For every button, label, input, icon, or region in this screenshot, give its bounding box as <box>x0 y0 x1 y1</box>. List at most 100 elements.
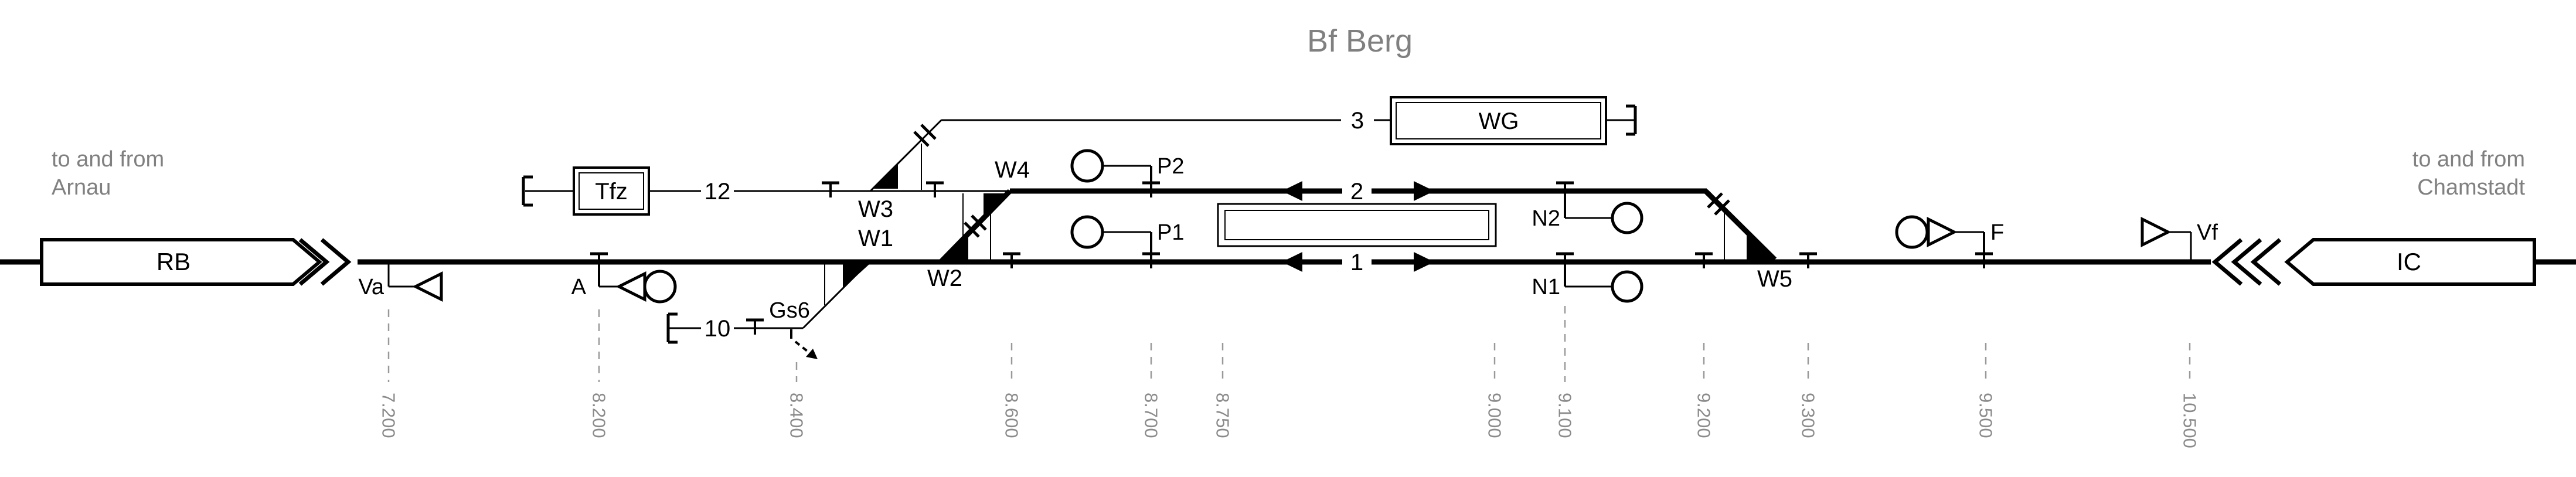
signal-n2-label: N2 <box>1532 206 1560 231</box>
km-label: 9.100 <box>1555 393 1575 438</box>
tick-mark-w3 <box>913 131 930 147</box>
page-title: Bf Berg <box>1307 23 1413 59</box>
building-tfz-label: Tfz <box>595 179 628 205</box>
t-mark <box>822 181 839 197</box>
signal-a: A <box>571 252 677 304</box>
chevron-left-icon <box>2211 238 2243 286</box>
switch-w2-triangle <box>942 233 968 260</box>
km-label: 8.700 <box>1141 393 1162 438</box>
train-route-ic-box <box>2284 238 2536 286</box>
train-route-rb-label: RB <box>156 248 190 275</box>
t-mark <box>1799 252 1817 268</box>
corner-note-right-line1: to and from <box>2412 147 2525 172</box>
distant-signal-triangle-icon <box>1927 216 1958 248</box>
signal-p1: P1 <box>1070 215 1184 268</box>
switch-w4-label: W4 <box>995 157 1030 183</box>
track-2-number: 2 <box>1350 179 1363 205</box>
main-signal-circle-icon <box>1895 215 1929 249</box>
main-signal-circle-icon <box>1070 149 1104 183</box>
tick-mark-w5 <box>1707 192 1723 209</box>
train-route-ic-label: IC <box>2397 248 2421 275</box>
platform-inner <box>1224 210 1489 240</box>
tick-mark-w2 <box>964 222 980 238</box>
signal-n1-label: N1 <box>1532 275 1560 299</box>
switch-w2-label: W2 <box>927 265 962 291</box>
switch-w5-label: W5 <box>1757 266 1792 292</box>
tick-mark-w2 <box>971 214 987 231</box>
km-label: 8.200 <box>589 393 610 438</box>
signal-n2: N2 <box>1532 181 1643 234</box>
distant-signal-triangle-icon <box>615 271 646 302</box>
track-10-number: 10 <box>705 316 731 342</box>
train-route-left: RB <box>40 238 352 286</box>
signal-p1-label: P1 <box>1157 220 1184 245</box>
corner-note-right-line2: Chamstadt <box>2417 175 2525 200</box>
km-label: 8.600 <box>1002 393 1022 438</box>
switch-w3-label: W3 <box>858 196 893 222</box>
building-tfz: Tfz <box>573 166 650 216</box>
main-signal-circle-icon <box>643 270 677 304</box>
t-mark <box>746 318 764 335</box>
switch-w4-triangle <box>984 193 1010 220</box>
arrow-right-icon <box>1414 181 1434 201</box>
arrow-left-icon <box>1282 252 1302 272</box>
switch-w5-triangle <box>1747 232 1775 260</box>
km-label: 10.500 <box>2180 393 2200 448</box>
track-3-number: 3 <box>1351 108 1364 134</box>
corner-note-left: to and from Arnau <box>52 147 164 200</box>
switch-w1-triangle <box>843 264 869 288</box>
arrow-right-icon <box>1414 252 1434 272</box>
signal-p2: P2 <box>1070 149 1184 197</box>
km-label: 9.000 <box>1485 393 1505 438</box>
signal-n1: N1 <box>1532 252 1643 303</box>
chevron-right-icon <box>298 238 330 286</box>
signal-vf-label: Vf <box>2197 220 2218 245</box>
buildings: Tfz WG <box>573 96 1607 216</box>
distant-signal-triangle-icon <box>2141 216 2172 248</box>
tick-mark-w3 <box>920 124 937 140</box>
main-signal-circle-icon <box>1070 215 1104 249</box>
t-mark <box>1003 252 1020 268</box>
switch-w1-label: W1 <box>858 226 893 251</box>
platform <box>1217 203 1497 247</box>
shunt-arrow-icon <box>806 349 818 359</box>
signal-gs6: Gs6 <box>769 298 818 359</box>
main-signal-circle-icon <box>1611 270 1643 303</box>
signal-f-label: F <box>1990 220 2004 245</box>
main-signal-circle-icon <box>1611 202 1643 234</box>
signal-f: F <box>1895 215 2004 268</box>
arrow-left-icon <box>1282 181 1302 201</box>
corner-note-left-line1: to and from <box>52 147 164 172</box>
distant-signal-triangle-icon <box>412 271 443 302</box>
km-label: 8.750 <box>1213 393 1233 438</box>
switch-w3-triangle <box>872 162 898 189</box>
track-t-marks <box>746 181 1817 335</box>
km-label: 8.400 <box>787 393 807 438</box>
chevron-left-icon <box>2231 238 2262 286</box>
signal-p2-label: P2 <box>1157 154 1184 179</box>
track-1-number: 1 <box>1350 250 1363 275</box>
switches: W3 W1 W2 W4 W5 <box>824 124 1792 305</box>
track-12-number: 12 <box>705 179 731 205</box>
building-wg-label: WG <box>1479 108 1519 134</box>
km-label: 9.200 <box>1694 393 1714 438</box>
chevron-right-icon <box>320 238 352 286</box>
buffer-stop-track3 <box>1626 104 1637 136</box>
buffer-stop-track12 <box>522 175 533 207</box>
corner-note-right: to and from Chamstadt <box>2412 147 2526 200</box>
train-route-rb-box <box>40 238 322 286</box>
t-mark <box>1695 252 1713 268</box>
signal-gs6-label: Gs6 <box>769 298 810 323</box>
t-mark <box>926 181 944 197</box>
km-label: 9.300 <box>1798 393 1819 438</box>
track-number-labels: 12 10 3 2 1 <box>705 108 1364 342</box>
km-label: 7.200 <box>379 393 399 438</box>
km-labels: 7.200 8.200 8.400 8.600 8.700 8.750 9.00… <box>379 393 2200 448</box>
signal-vf: Vf <box>2141 216 2218 260</box>
direction-arrows <box>1282 181 1434 272</box>
building-wg: WG <box>1390 96 1607 145</box>
signals: Va A Gs6 P2 <box>358 149 2218 359</box>
tick-mark-w5 <box>1714 199 1730 216</box>
train-route-right: IC <box>2211 238 2536 286</box>
